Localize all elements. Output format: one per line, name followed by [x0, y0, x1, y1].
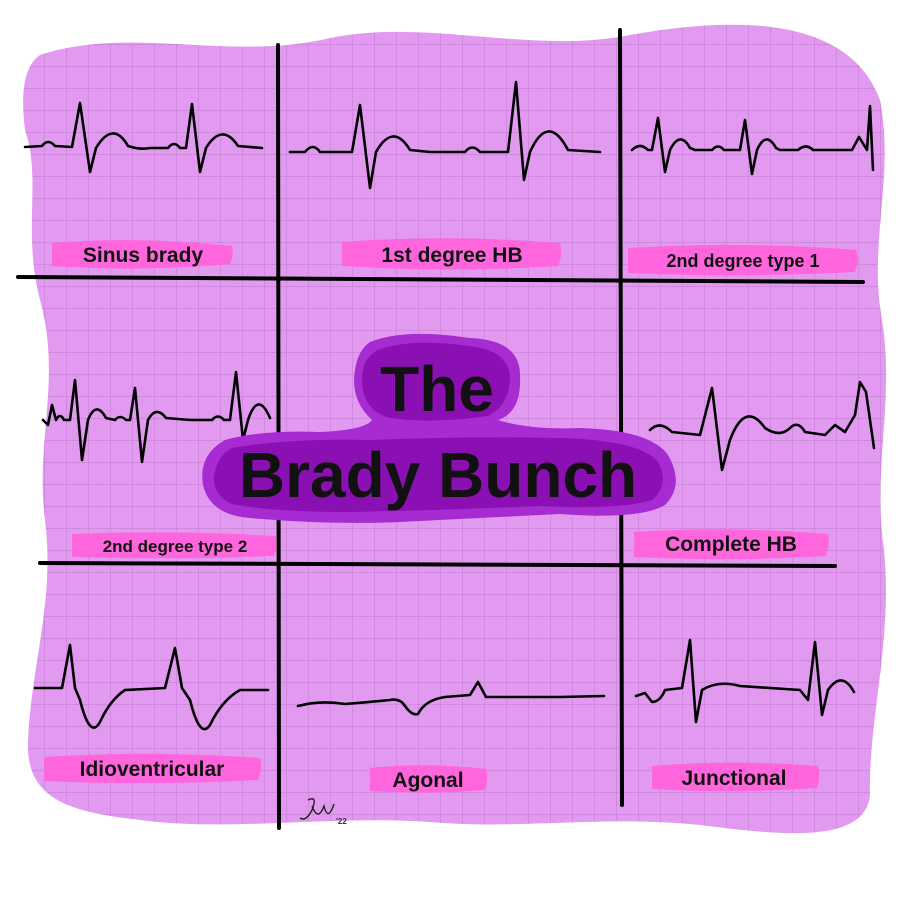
divider-vertical-right [618, 28, 624, 807]
ecg-trace-idioventricular [33, 643, 270, 731]
ecg-trace-second-degree-type-2 [41, 370, 272, 464]
ecg-trace-complete-hb [648, 380, 876, 472]
title-block: The Brady Bunch [202, 333, 676, 523]
divider-horizontal-bottom [38, 561, 837, 568]
label-second-degree-type-1: 2nd degree type 1 [628, 244, 858, 276]
divider-horizontal-top [16, 275, 865, 284]
signature-year: '22 [336, 817, 347, 826]
ecg-trace-second-degree-type-1 [630, 104, 875, 176]
label-sinus-brady-text: Sinus brady [83, 244, 204, 267]
label-agonal: Agonal [370, 765, 488, 793]
label-idioventricular: Idioventricular [44, 753, 262, 784]
panel-labels: Sinus brady 1st degree HB 2nd degree typ… [44, 238, 858, 793]
label-first-degree-hb: 1st degree HB [342, 238, 562, 270]
ecg-trace-sinus-brady [23, 101, 264, 174]
label-complete-hb: Complete HB [634, 529, 829, 560]
title-line-2: Brady Bunch [239, 439, 637, 511]
label-idioventricular-text: Idioventricular [80, 758, 225, 781]
artist-signature: '22 [299, 798, 347, 826]
ecg-trace-agonal [296, 680, 606, 716]
label-junctional: Junctional [652, 762, 820, 792]
title-line-1: The [380, 353, 494, 425]
label-agonal-text: Agonal [392, 769, 463, 792]
label-junctional-text: Junctional [681, 767, 786, 790]
label-second-degree-type-2: 2nd degree type 2 [72, 532, 277, 559]
ecg-traces [23, 80, 876, 731]
label-second-degree-type-2-text: 2nd degree type 2 [103, 537, 248, 556]
label-complete-hb-text: Complete HB [665, 533, 797, 556]
label-first-degree-hb-text: 1st degree HB [381, 244, 522, 267]
ecg-trace-first-degree-hb [288, 80, 602, 190]
label-second-degree-type-1-text: 2nd degree type 1 [666, 251, 819, 271]
ecg-trace-junctional [634, 638, 856, 724]
label-sinus-brady: Sinus brady [52, 240, 233, 269]
